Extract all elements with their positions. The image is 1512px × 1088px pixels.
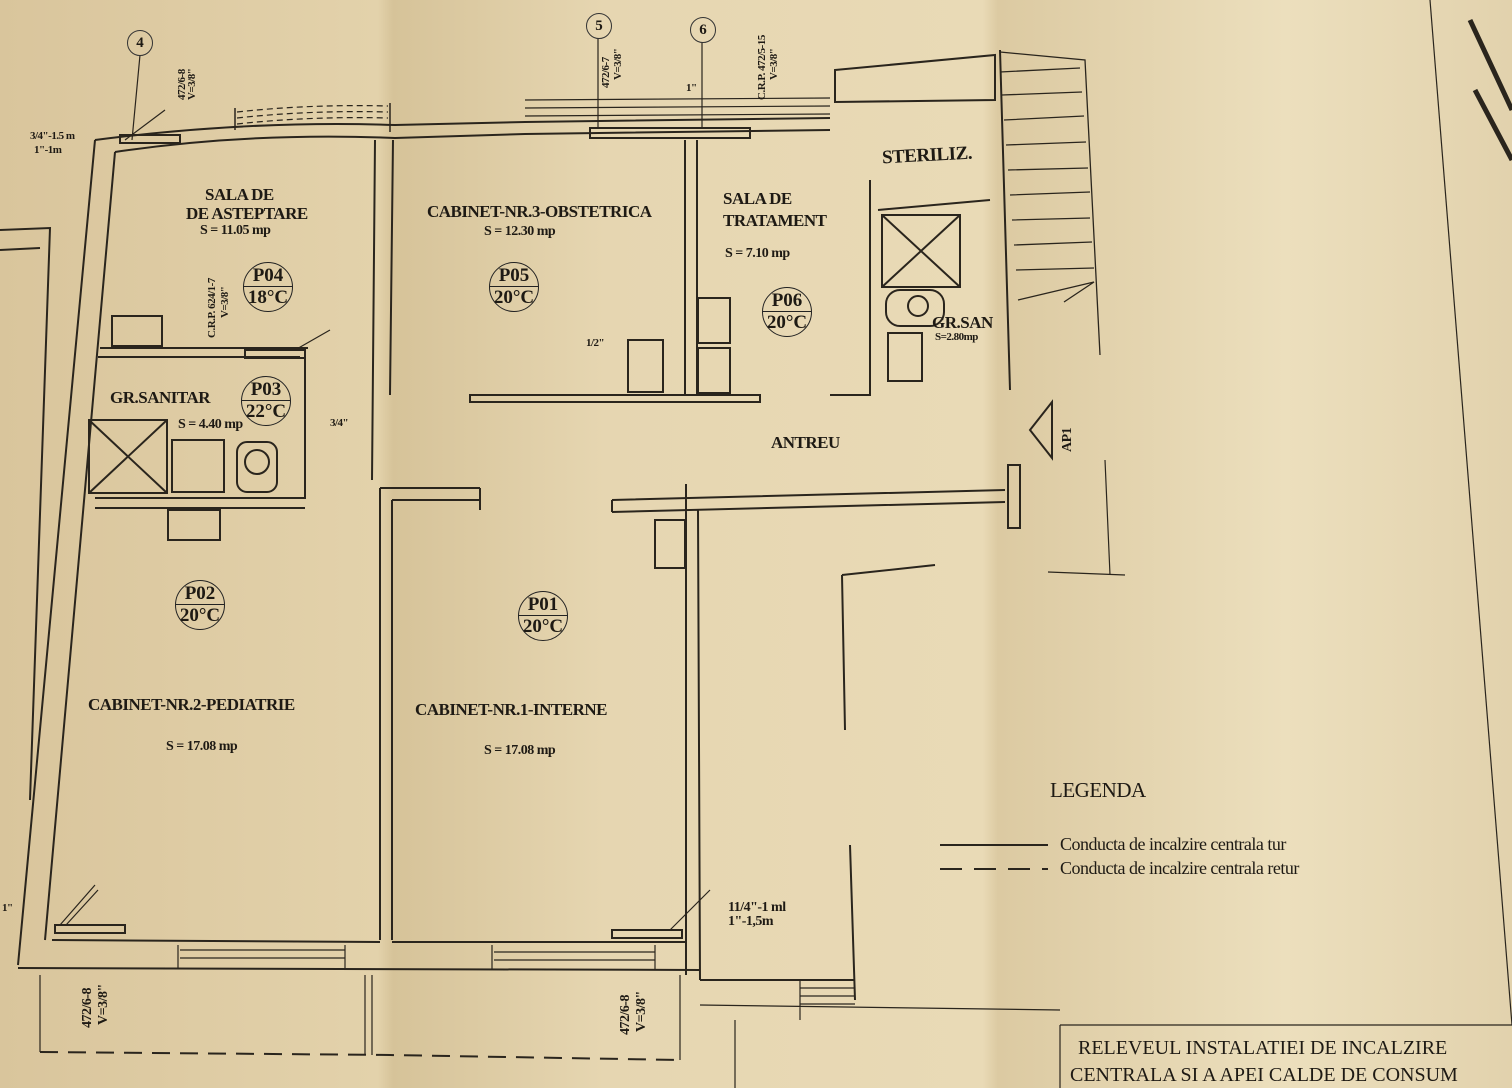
- pipe-size: 1/2": [586, 337, 605, 349]
- riser-label: V=3/8": [96, 984, 111, 1025]
- riser-label: 472/6-7: [600, 57, 612, 88]
- room-name: CABINET-NR.3-OBSTETRICA: [427, 202, 652, 221]
- room-name: GR.SAN: [932, 313, 993, 332]
- room-name: SALA DE: [723, 189, 792, 208]
- room-name: GR.SANITAR: [110, 388, 211, 407]
- riser-label: V=3/8": [634, 991, 649, 1032]
- room-area: S = 17.08 mp: [484, 743, 556, 758]
- grid-marker: 5: [586, 13, 612, 39]
- riser-label: V=3/8": [186, 68, 198, 100]
- grid-marker: 4: [127, 30, 153, 56]
- riser-label: 472/6-8: [618, 994, 633, 1035]
- riser-label: C.R.P. 624/1-7: [206, 278, 218, 338]
- room-name: CABINET-NR.2-PEDIATRIE: [88, 695, 295, 714]
- room-name: CABINET-NR.1-INTERNE: [415, 700, 608, 719]
- riser-label: V=3/8": [219, 286, 231, 318]
- room-area: S = 4.40 mp: [178, 417, 243, 432]
- pipe-length: 1"-1m: [34, 144, 62, 156]
- riser-label: C.R.P. 472/5-15: [756, 35, 768, 100]
- room-name: ANTREU: [771, 433, 840, 452]
- title-block-line1: RELEVEUL INSTALATIEI DE INCALZIRE: [1078, 1037, 1448, 1059]
- pipe-length: 11/4"-1 ml: [728, 900, 786, 915]
- room-name: DE ASTEPTARE: [186, 204, 308, 223]
- room-area: S=2.80mp: [935, 331, 978, 343]
- room-name: STERILIZ.: [881, 142, 973, 169]
- grid-marker: 6: [690, 17, 716, 43]
- pipe-length: 1"-1,5m: [728, 914, 774, 929]
- title-block-line2: CENTRALA SI A APEI CALDE DE CONSUM: [1070, 1064, 1458, 1086]
- pipe-length: 3/4"-1.5 m: [30, 130, 75, 142]
- legend-title: LEGENDA: [1050, 778, 1146, 802]
- room-name: SALA DE: [205, 185, 274, 204]
- riser-label: V=3/8": [612, 48, 624, 80]
- pipe-size: 3/4": [330, 417, 349, 429]
- pipe-size: 1": [2, 902, 13, 914]
- room-area: S = 11.05 mp: [200, 223, 271, 238]
- legend-item-dashed: Conducta de incalzire centrala retur: [1060, 858, 1299, 878]
- riser-label: 472/6-8: [80, 987, 95, 1028]
- room-name: TRATAMENT: [723, 211, 827, 230]
- pipe-size: 1": [686, 82, 697, 94]
- room-area: S = 7.10 mp: [725, 246, 790, 261]
- entrance-label: AP1: [1060, 427, 1075, 452]
- legend-item-solid: Conducta de incalzire centrala tur: [1060, 834, 1286, 854]
- riser-label: V=3/8": [768, 48, 780, 80]
- room-area: S = 17.08 mp: [166, 739, 238, 754]
- room-area: S = 12.30 mp: [484, 224, 556, 239]
